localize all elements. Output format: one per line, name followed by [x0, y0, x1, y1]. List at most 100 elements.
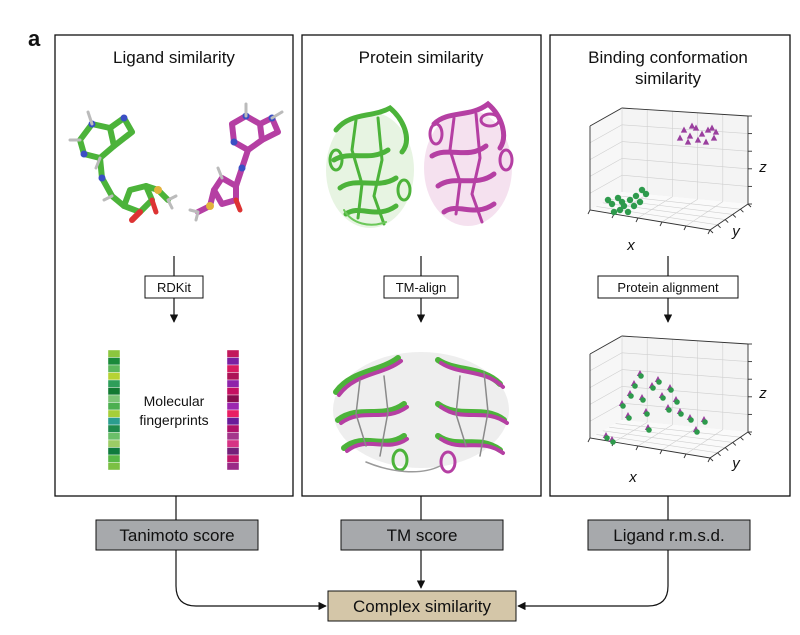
plot-y-tick	[724, 447, 729, 451]
rdkit-label: RDKit	[157, 280, 191, 295]
plot-x-tick	[683, 453, 687, 459]
fingerprint-green-cell	[107, 357, 121, 366]
plot-gridline	[596, 206, 718, 226]
ligand-panel-frame	[54, 34, 294, 497]
scatter-green-point	[632, 192, 640, 200]
plot-y-tick	[724, 219, 729, 223]
plot-gridline	[621, 386, 749, 398]
fingerprint-green-cell	[107, 402, 121, 411]
scatter-purple-point	[708, 124, 716, 131]
plot-y-tick	[747, 203, 752, 208]
scatter-green-point	[644, 411, 650, 417]
scatter-purple-point	[688, 122, 696, 129]
scatter-purple-point	[684, 138, 692, 145]
scatter-green-point	[626, 415, 632, 421]
plot-gridline	[661, 198, 698, 223]
plot-left-wall	[590, 108, 622, 210]
binding-panel-frame	[549, 34, 791, 497]
plot-gridline	[621, 141, 749, 152]
fingerprint-magenta-cell	[226, 379, 240, 388]
plot-gridline	[589, 158, 623, 177]
fingerprint-label-line2: fingerprints	[139, 412, 208, 428]
fingerprint-green-cell	[107, 424, 121, 433]
fingerprint-magenta-cell	[226, 387, 240, 396]
plot-x-tick	[635, 217, 639, 223]
plot-left-wall	[590, 336, 622, 438]
tanimoto-score-label: Tanimoto score	[119, 526, 234, 545]
fingerprint-magenta-cell	[226, 432, 240, 441]
scatter-green-point	[628, 393, 634, 399]
tm-align-label: TM-align	[396, 280, 447, 295]
scatter-green-point	[636, 198, 644, 206]
scatter-green-point	[656, 379, 662, 385]
plot-gridline	[637, 424, 673, 447]
scatter-green-point	[630, 202, 638, 210]
plot-y-tick	[740, 208, 744, 213]
binding-panel-title-line2: similarity	[635, 69, 702, 88]
plot-x-tick	[707, 229, 711, 235]
scatter-green-point	[688, 417, 694, 423]
ligand-rmsd-box	[587, 519, 751, 551]
fingerprint-magenta-cell	[226, 447, 240, 456]
plot-y-tick	[717, 224, 721, 229]
scatter-purple-point	[712, 128, 720, 135]
plot-gridline	[685, 201, 723, 227]
plot-gridline	[637, 196, 673, 219]
fingerprint-green-cell	[107, 447, 121, 456]
fingerprint-green-cell	[107, 349, 121, 358]
scatter3d-before-y-label: y	[731, 223, 741, 240]
scatter-green-point	[620, 403, 626, 409]
plot-x-tick	[635, 445, 639, 451]
scatter-green-point	[632, 383, 638, 389]
plot-back-wall	[622, 336, 748, 432]
scatter-purple-point	[676, 134, 684, 141]
fingerprint-green-cell	[107, 432, 121, 441]
ligand-green-structure	[68, 110, 178, 223]
scatter-green-point	[694, 429, 700, 435]
plot-gridline	[589, 369, 623, 388]
tm-score-box	[340, 519, 504, 551]
binding-panel: Binding conformation similarity x y z Pr…	[549, 34, 791, 497]
plot-gridline	[589, 352, 623, 372]
ligand-rmsd-label: Ligand r.m.s.d.	[613, 526, 725, 545]
fingerprint-magenta-cell	[226, 349, 240, 358]
scatter-green-point	[668, 387, 674, 393]
protein-alignment-label: Protein alignment	[617, 280, 719, 295]
scatter3d-after: x y z	[587, 335, 767, 486]
scatter-green-point	[604, 196, 612, 204]
plot-x-tick	[683, 225, 687, 231]
fingerprint-magenta-cell	[226, 439, 240, 448]
fingerprint-magenta-cell	[226, 424, 240, 433]
scatter-green-point	[660, 395, 666, 401]
binding-panel-title-line1: Binding conformation	[588, 48, 748, 67]
scatter-green-point	[608, 200, 616, 208]
fingerprint-magenta-cell	[226, 409, 240, 418]
complex-similarity-box	[327, 590, 517, 622]
aligned-protein-structure	[333, 352, 509, 474]
fingerprint-green-cell	[107, 394, 121, 403]
plot-x-tick	[659, 449, 663, 455]
tm-score-label: TM score	[387, 526, 458, 545]
fingerprint-magenta-cell	[226, 417, 240, 426]
scatter-green-point	[650, 385, 656, 391]
scatter-purple-point	[680, 126, 688, 133]
scatter3d-after-points	[602, 370, 708, 445]
plot-gridline	[589, 141, 623, 160]
scatter-purple-point	[686, 132, 694, 139]
scatter-green-point	[618, 198, 626, 206]
plot-gridline	[589, 402, 623, 422]
plot-gridline	[609, 426, 733, 443]
fingerprint-magenta	[226, 349, 240, 471]
fingerprint-magenta-cell	[226, 402, 240, 411]
plot-y-tick	[717, 452, 721, 457]
plot-x-tick	[659, 221, 663, 227]
plot-gridline	[602, 430, 726, 448]
plot-x-tick	[707, 457, 711, 463]
fingerprint-green	[107, 349, 121, 471]
scatter-green-point	[638, 186, 646, 194]
scatter-green-point	[674, 399, 680, 405]
plot-y-tick	[747, 431, 752, 436]
complex-similarity-label: Complex similarity	[353, 597, 491, 616]
fingerprint-green-cell	[107, 462, 121, 471]
protein-panel-title: Protein similarity	[359, 48, 484, 67]
